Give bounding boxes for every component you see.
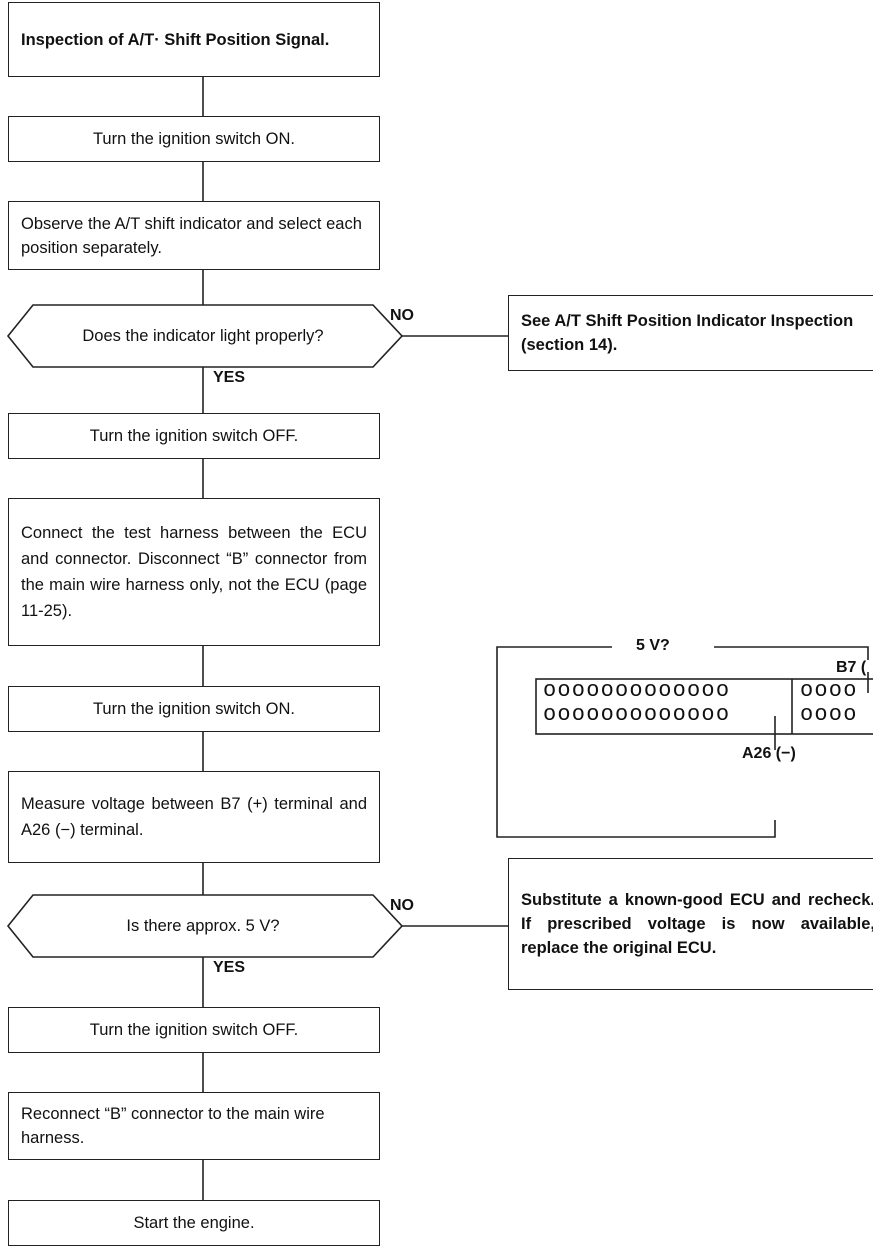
- step-observe-indicator: Observe the A/T shift indicator and sele…: [8, 201, 380, 270]
- connector-body: [535, 678, 873, 735]
- decision-shape: [6, 894, 404, 958]
- step-text: Start the engine.: [133, 1214, 255, 1232]
- pin-row-text: oooo: [800, 678, 858, 703]
- meter-lead: [714, 646, 869, 660]
- decision-text: Is there approx. 5 V?: [126, 916, 280, 935]
- yes-label: YES: [213, 959, 246, 976]
- step-text: Measure voltage between B7 (+) terminal …: [21, 795, 367, 839]
- pin-row-text: oooo: [800, 702, 858, 727]
- b7-terminal-label: B7 (: [836, 659, 867, 676]
- yes-label: YES: [213, 369, 246, 386]
- connector-pin-row-bottom-right: oooo: [800, 704, 858, 726]
- step-connect-harness: Connect the test harness between the ECU…: [8, 498, 380, 646]
- step-measure-voltage: Measure voltage between B7 (+) terminal …: [8, 771, 380, 863]
- result-text: See A/T Shift Position Indicator Inspect…: [521, 312, 854, 354]
- step-text: Turn the ignition switch OFF.: [89, 1021, 299, 1039]
- decision-indicator-text: Does the indicator light properly?: [28, 305, 378, 367]
- step-ignition-on-2: Turn the ignition switch ON.: [8, 686, 380, 732]
- decision-text: Does the indicator light properly?: [82, 326, 324, 345]
- step-inspection-title: Inspection of A/T· Shift Position Signal…: [8, 2, 380, 77]
- step-ignition-off-2: Turn the ignition switch OFF.: [8, 1007, 380, 1053]
- step-text: Turn the ignition switch ON.: [92, 130, 296, 148]
- result-substitute-ecu: Substitute a known-good ECU and recheck.…: [508, 858, 873, 990]
- connector-pin-row-top: ooooooooooooo: [543, 680, 730, 702]
- connector-pin-row-top-right: oooo: [800, 680, 858, 702]
- result-indicator-inspection: See A/T Shift Position Indicator Inspect…: [508, 295, 873, 371]
- step-ignition-off: Turn the ignition switch OFF.: [8, 413, 380, 459]
- step-text: Observe the A/T shift indicator and sele…: [21, 214, 362, 257]
- step-text: Reconnect “B” connector to the main wire…: [21, 1105, 325, 1147]
- decision-shape: [6, 304, 404, 368]
- step-start-engine: Start the engine.: [8, 1200, 380, 1246]
- no-label: NO: [390, 897, 414, 914]
- pin-row-text: ooooooooooooo: [543, 702, 731, 727]
- step-text: Turn the ignition switch ON.: [92, 700, 296, 718]
- step-text: Turn the ignition switch OFF.: [89, 427, 299, 445]
- step-ignition-on: Turn the ignition switch ON.: [8, 116, 380, 162]
- step-text: Connect the test harness between the ECU…: [21, 524, 367, 620]
- no-label: NO: [390, 307, 414, 324]
- result-text: Substitute a known-good ECU and recheck.…: [521, 891, 873, 957]
- connector-pin-row-bottom: ooooooooooooo: [543, 704, 730, 726]
- voltage-question-label: 5 V?: [632, 637, 674, 655]
- step-text: Inspection of A/T· Shift Position Signal…: [21, 30, 330, 49]
- pin-row-text: ooooooooooooo: [543, 678, 731, 703]
- decision-voltage-text: Is there approx. 5 V?: [28, 895, 378, 957]
- step-reconnect: Reconnect “B” connector to the main wire…: [8, 1092, 380, 1160]
- a26-terminal-label: A26 (−): [742, 745, 796, 762]
- meter-lead: [496, 646, 776, 838]
